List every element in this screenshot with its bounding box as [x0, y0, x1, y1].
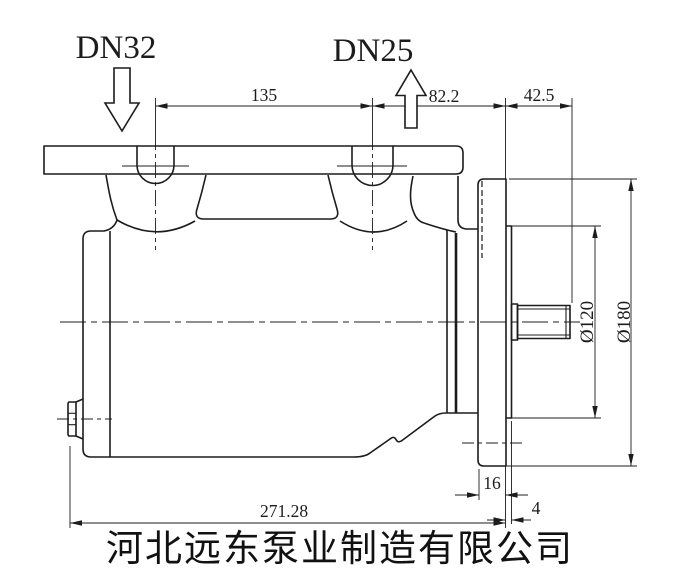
- shaft-shoulder: [510, 303, 519, 341]
- body-arc-under-dn32: [116, 219, 196, 233]
- dim-text-pilot-diameter: Ø120: [577, 301, 598, 343]
- pump-outline: [43, 145, 571, 467]
- dim-text-overall-length: 271.28: [260, 501, 308, 521]
- dimension-arrowheads: [70, 103, 634, 526]
- inlet-flow-down-arrow-icon: [103, 67, 141, 133]
- ext-pilot-diameter: [510, 225, 601, 419]
- body-arc-under-dn25: [339, 220, 408, 233]
- dim-text-flange-thickness: 16: [483, 473, 501, 493]
- shaft-body: [516, 304, 571, 340]
- dim-text-port-to-flange: 82.2: [429, 86, 460, 106]
- dim-text-pilot-depth: 4: [532, 498, 541, 518]
- dim-text-flange-diameter: Ø180: [614, 301, 635, 343]
- center-pedestal: [195, 174, 339, 220]
- port-label-dn32: DN32: [76, 30, 157, 66]
- dimension-lines: 135 82.2 42.5 Ø120 Ø180 16 4 271.28: [69, 85, 637, 528]
- rear-hub-step: [457, 176, 478, 230]
- dim-text-port-span: 135: [251, 85, 278, 105]
- company-name: 河北远东泵业制造有限公司: [106, 528, 574, 569]
- left-bracket-flank: [105, 174, 118, 221]
- dim-text-shaft-length: 42.5: [524, 85, 555, 105]
- outlet-flow-up-arrow-icon: [394, 68, 428, 129]
- centerlines: [57, 134, 580, 444]
- port-flange-bar: [43, 145, 464, 175]
- body-top-left-edge: [91, 219, 118, 232]
- right-bracket-flank: [409, 175, 425, 224]
- ext-flange-diameter: [490, 178, 637, 467]
- left-end-cap: [82, 230, 92, 458]
- body-arc-right: [423, 222, 457, 233]
- port-annotations: DN32 DN25: [76, 30, 428, 133]
- body-bottom-edge: [91, 412, 478, 458]
- mounting-flange-disc: [477, 178, 507, 467]
- port-label-dn25: DN25: [333, 33, 414, 69]
